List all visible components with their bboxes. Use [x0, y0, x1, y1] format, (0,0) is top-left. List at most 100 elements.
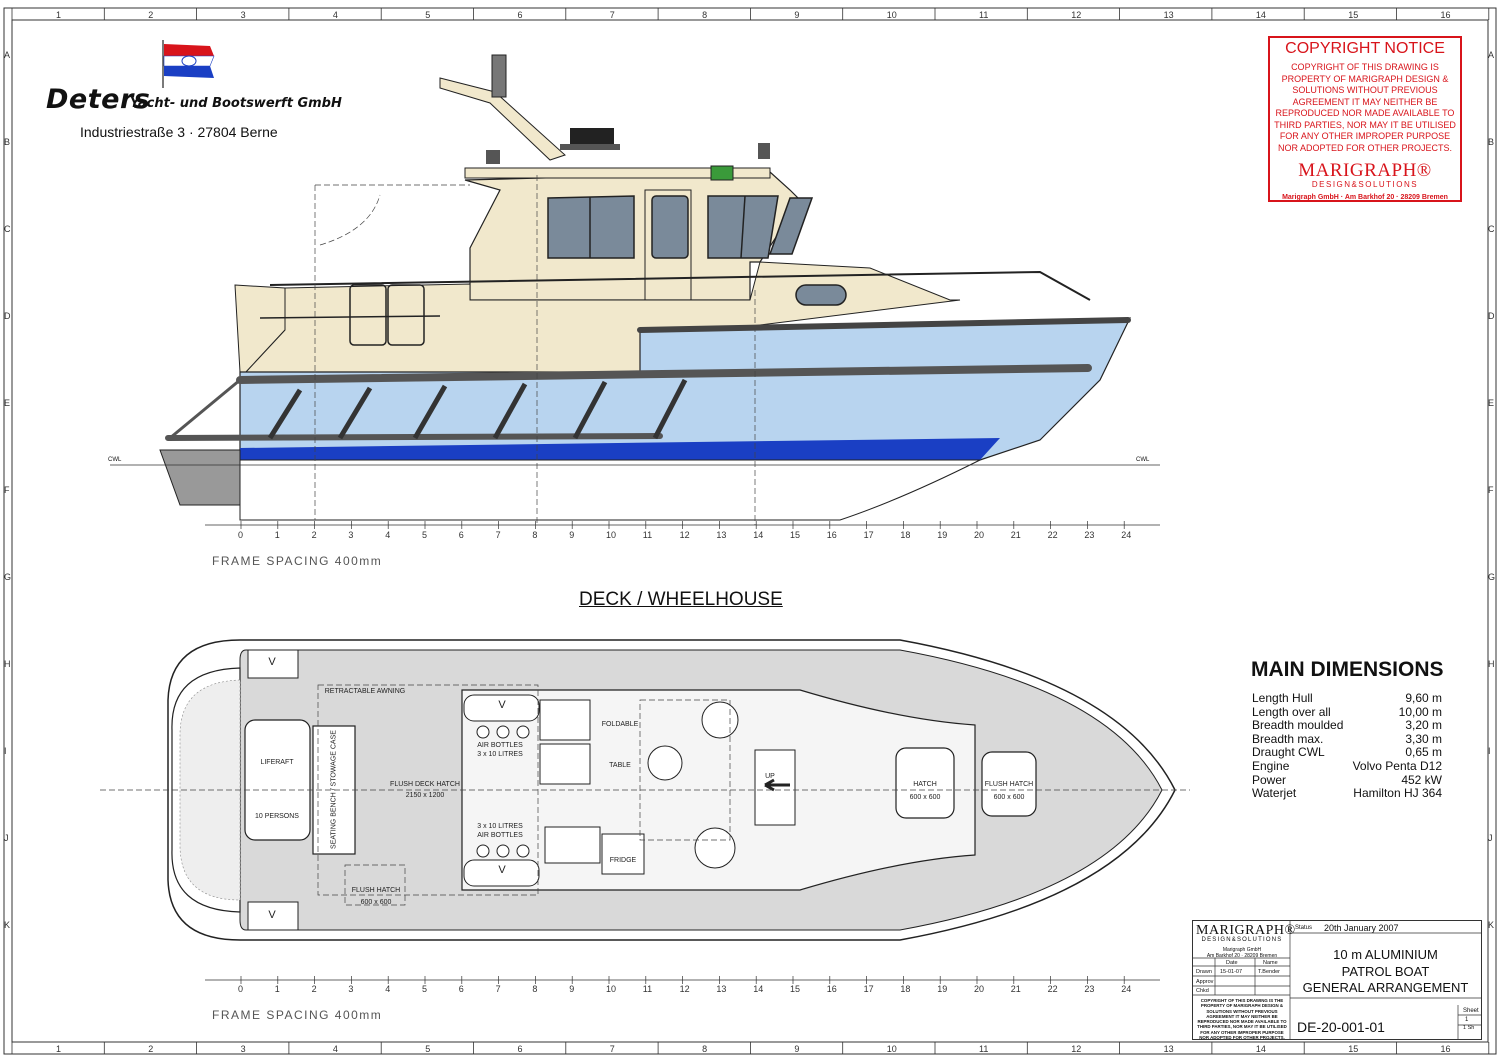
- copyright-address: Marigraph GmbH · Am Barkhof 20 · 28209 B…: [1282, 194, 1448, 201]
- frame-number: 17: [863, 530, 874, 540]
- frame-number: 6: [458, 984, 464, 994]
- dimension-label: Breadth moulded: [1252, 718, 1344, 733]
- bench-label: SEATING BENCH / STOWAGE CASE: [330, 730, 338, 849]
- frame-number: 4: [385, 530, 391, 540]
- dimension-row: Waterjet Hamilton HJ 364: [1252, 787, 1442, 801]
- vent-icon: V: [268, 909, 276, 921]
- foldable-label: FOLDABLE: [601, 721, 639, 728]
- ruler-letter: J: [1488, 833, 1493, 843]
- frame-number: 0: [238, 530, 244, 540]
- frame-number: 9: [569, 530, 575, 540]
- air-bottles-size-1: 3 x 10 LITRES: [477, 751, 523, 758]
- ruler-letter: G: [4, 572, 12, 582]
- drawing-title-line-2: PATROL BOAT: [1341, 963, 1430, 979]
- dimension-value: 0,65 m: [1405, 745, 1442, 760]
- frame-number: 19: [937, 530, 948, 540]
- dimension-label: Length over all: [1252, 704, 1331, 719]
- ruler-number: 8: [702, 10, 708, 20]
- dimension-value: 9,60 m: [1405, 691, 1442, 705]
- ruler-letter: J: [4, 833, 9, 843]
- title-block-address: Marigraph GmbH Am Barkhof 20 · 28209 Bre…: [1196, 947, 1288, 959]
- frame-number: 12: [679, 984, 690, 994]
- frame-number: 9: [569, 984, 575, 994]
- frame-number: 8: [532, 984, 538, 994]
- drawn-label: Drawn: [1196, 969, 1212, 975]
- fridge-label: FRIDGE: [609, 857, 637, 864]
- flush-hatch-aft-label: FLUSH HATCH: [351, 887, 401, 894]
- ruler-ticks: [11, 8, 1490, 1054]
- frame-number: 11: [642, 984, 653, 994]
- ruler-letter: E: [4, 398, 11, 408]
- ruler-number: 1: [56, 1044, 62, 1054]
- frame-number: 17: [863, 984, 874, 994]
- ruler-letter: B: [4, 137, 11, 147]
- copyright-body: COPYRIGHT OF THIS DRAWING IS PROPERTY OF…: [1274, 62, 1456, 153]
- title-block-copyright: COPYRIGHT OF THIS DRAWING IS THE PROPERT…: [1197, 998, 1287, 1041]
- hatch-size: 600 x 600: [909, 794, 941, 801]
- sheet-value: 1: [1465, 1017, 1469, 1023]
- deck-hatch-label: FLUSH DECK HATCH: [390, 781, 460, 788]
- frame-number: 7: [495, 530, 501, 540]
- air-bottles-size-2: 3 x 10 LITRES: [477, 823, 523, 830]
- frame-number: 14: [753, 530, 764, 540]
- up-label: UP: [765, 773, 775, 780]
- ruler-number: 6: [517, 10, 523, 20]
- ruler-number: 10: [886, 10, 897, 20]
- frame-number: 24: [1121, 984, 1132, 994]
- hatch-label: HATCH: [913, 781, 937, 788]
- dimension-label: Power: [1252, 772, 1287, 787]
- ruler-number: 5: [425, 1044, 431, 1054]
- dimension-label: Waterjet: [1252, 786, 1297, 801]
- chkd-label: Chkd: [1196, 988, 1209, 994]
- frame-number: 22: [1047, 530, 1058, 540]
- ruler-number: 14: [1255, 1044, 1266, 1054]
- frame-number: 16: [826, 530, 837, 540]
- ruler-number: 2: [148, 10, 154, 20]
- deck-hatch-size: 2150 x 1200: [405, 792, 445, 799]
- profile-frame-spacing: FRAME SPACING 400mm: [212, 554, 383, 568]
- title-block-logo: MARIGRAPH®: [1196, 923, 1296, 938]
- ruler-letter: G: [1488, 572, 1496, 582]
- frame-number: 12: [679, 530, 690, 540]
- frame-number: 14: [753, 984, 764, 994]
- awning-label: RETRACTABLE AWNING: [324, 688, 406, 695]
- frame-number: 24: [1121, 530, 1132, 540]
- dimension-value: Hamilton HJ 364: [1353, 786, 1442, 801]
- ruler-letter: A: [1488, 50, 1495, 60]
- title-block-address-1: Marigraph GmbH: [1222, 947, 1262, 953]
- ruler-number: 3: [240, 10, 246, 20]
- ruler-number: 7: [609, 1044, 615, 1054]
- copyright-notice: COPYRIGHT NOTICE COPYRIGHT OF THIS DRAWI…: [1268, 36, 1462, 202]
- title-block: MARIGRAPH® DESIGN&SOLUTIONS Marigraph Gm…: [1192, 920, 1482, 1040]
- ruler-number: 2: [148, 1044, 154, 1054]
- plan-view: [100, 639, 1190, 981]
- copyright-logo-sub: DESIGN&SOLUTIONS: [1311, 180, 1419, 189]
- frame-number: 20: [974, 530, 985, 540]
- liferaft-label: LIFERAFT: [260, 759, 294, 766]
- ruler-number: 15: [1348, 10, 1359, 20]
- frame-number: 8: [532, 530, 538, 540]
- frame-number: 16: [826, 984, 837, 994]
- copyright-title: COPYRIGHT NOTICE: [1285, 40, 1445, 57]
- frame-number: 23: [1084, 530, 1095, 540]
- frame-number: 3: [348, 530, 354, 540]
- frame-number: 7: [495, 984, 501, 994]
- frame-number: 5: [422, 984, 428, 994]
- frame-number: 19: [937, 984, 948, 994]
- company-subtitle: Yacht- und Bootswerft GmbH: [130, 96, 342, 111]
- frame-number: 10: [606, 984, 617, 994]
- dimension-row: Breadth max.3,30 m: [1252, 731, 1442, 747]
- dimension-label: Breadth max.: [1252, 731, 1324, 746]
- drawn-date: 15-01-07: [1220, 969, 1243, 975]
- ruler-letter: D: [1488, 311, 1495, 321]
- title-block-grid: [1192, 920, 1482, 1040]
- ruler-letter: F: [4, 485, 10, 495]
- ruler-number: 10: [886, 1044, 897, 1054]
- frame-number: 0: [238, 984, 244, 994]
